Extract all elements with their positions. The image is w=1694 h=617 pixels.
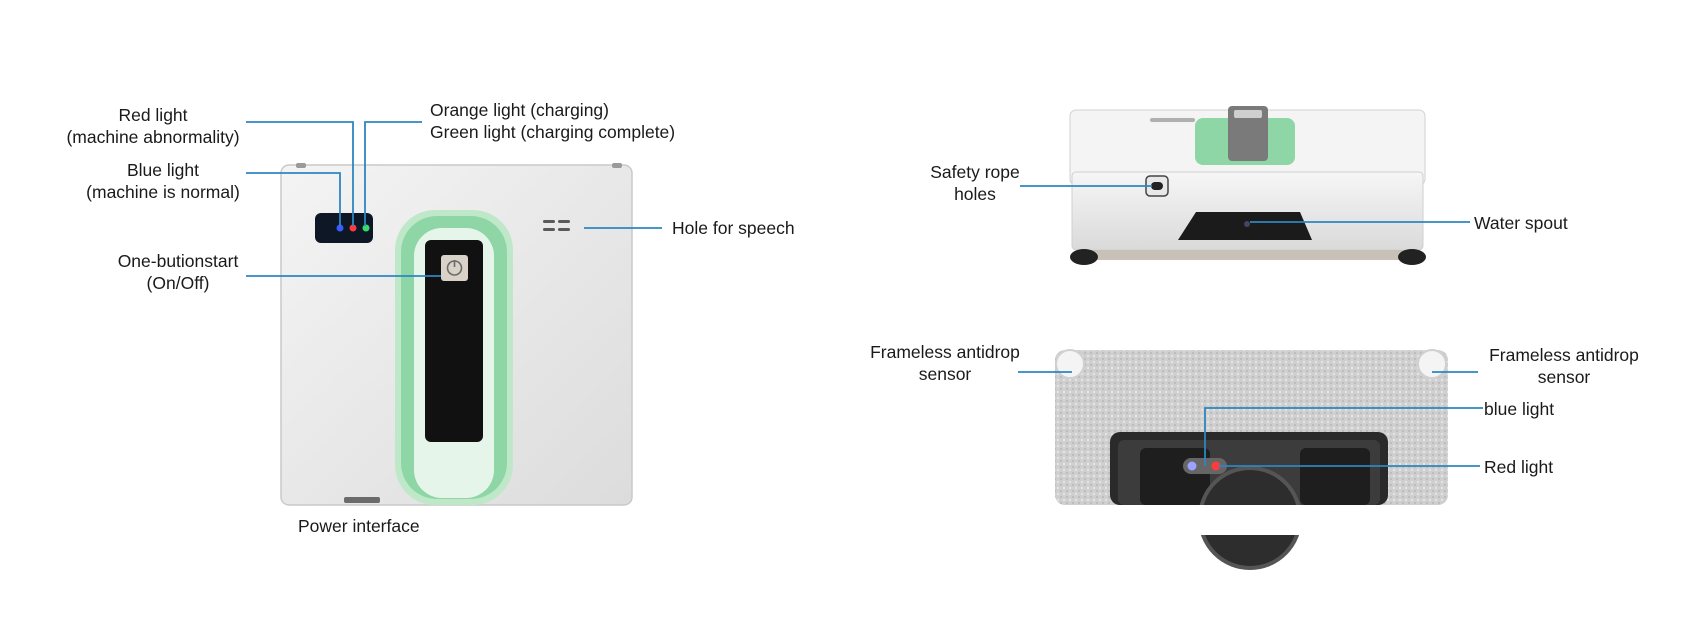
label-water-spout: Water spout — [1474, 213, 1568, 233]
label-charging-light: Orange light (charging) Green light (cha… — [430, 100, 676, 142]
label-left-antidrop-sensor: Frameless antidrop sensor — [870, 342, 1020, 384]
label-bottom-blue-light: blue light — [1484, 399, 1555, 419]
label-bottom-red-light: Red light — [1484, 457, 1554, 477]
label-right-antidrop-sensor: Frameless antidrop sensor — [1489, 345, 1639, 387]
label-safety-rope-holes: Safety rope holes — [930, 162, 1020, 204]
label-blue-light: Blue light (machine is normal) — [86, 160, 240, 202]
side-leader-lines — [1020, 185, 1470, 223]
bottom-leader-lines — [1018, 371, 1483, 467]
front-view-device — [280, 163, 633, 506]
side-view-device — [1069, 106, 1426, 265]
bottom-view-device — [1055, 349, 1448, 570]
label-power-button: One-butionstart (On/Off) — [117, 251, 239, 293]
label-power-interface: Power interface — [298, 516, 420, 536]
label-speaker-hole: Hole for speech — [672, 218, 795, 238]
label-red-light: Red light (machine abnormality) — [66, 105, 240, 147]
front-leader-lines — [246, 121, 662, 277]
